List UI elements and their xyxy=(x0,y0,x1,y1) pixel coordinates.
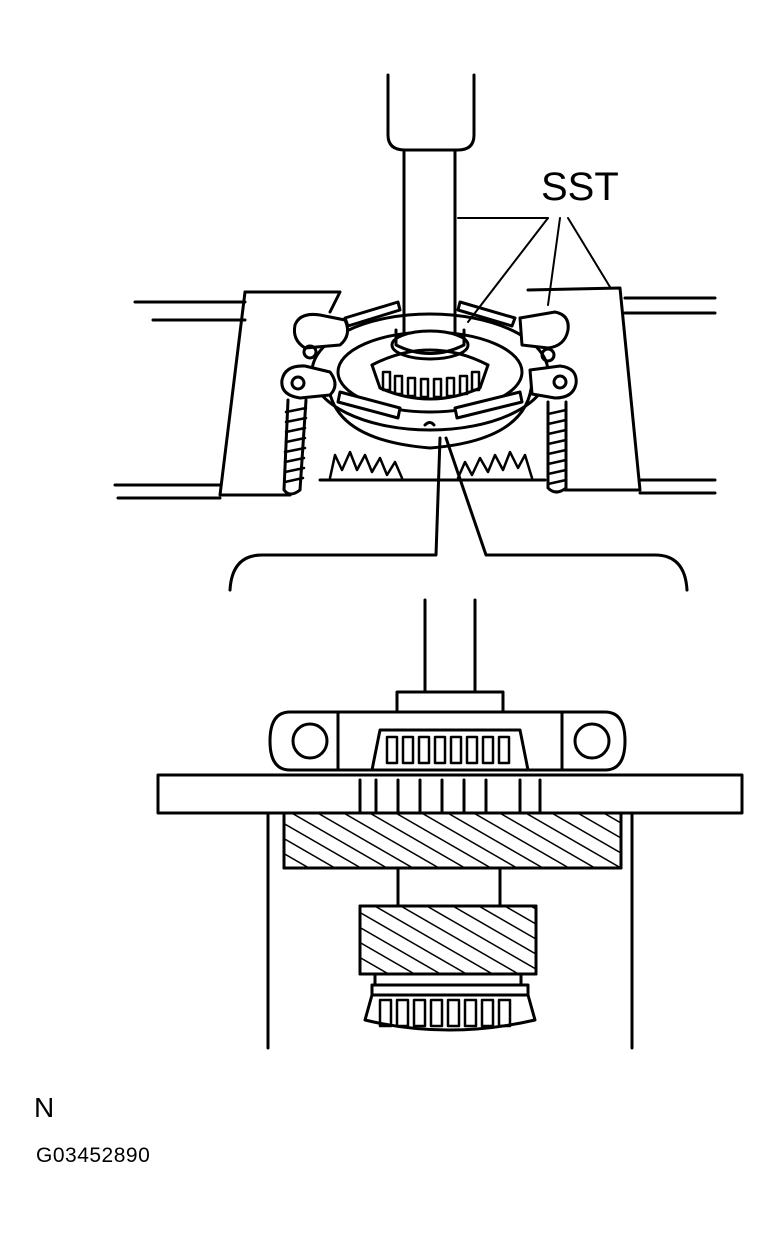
upper-tapered-bearing xyxy=(370,328,490,401)
press-bed xyxy=(113,286,717,500)
detail-callout-connector xyxy=(228,436,689,592)
sst-leader-lines xyxy=(457,217,611,323)
figure-id: G03452890 xyxy=(36,1144,151,1167)
press-handle xyxy=(386,73,476,342)
gear-teeth-upper xyxy=(328,450,534,480)
gear-shaft-assembly xyxy=(266,811,634,1050)
lower-detail-bearing xyxy=(370,728,530,772)
sst-bearing-separator xyxy=(280,300,578,450)
threaded-bolts xyxy=(282,398,568,496)
sst-label: SST xyxy=(541,165,619,209)
press-plate xyxy=(156,773,744,815)
press-shaft-detail xyxy=(395,598,505,716)
view-letter: N xyxy=(34,1092,55,1123)
